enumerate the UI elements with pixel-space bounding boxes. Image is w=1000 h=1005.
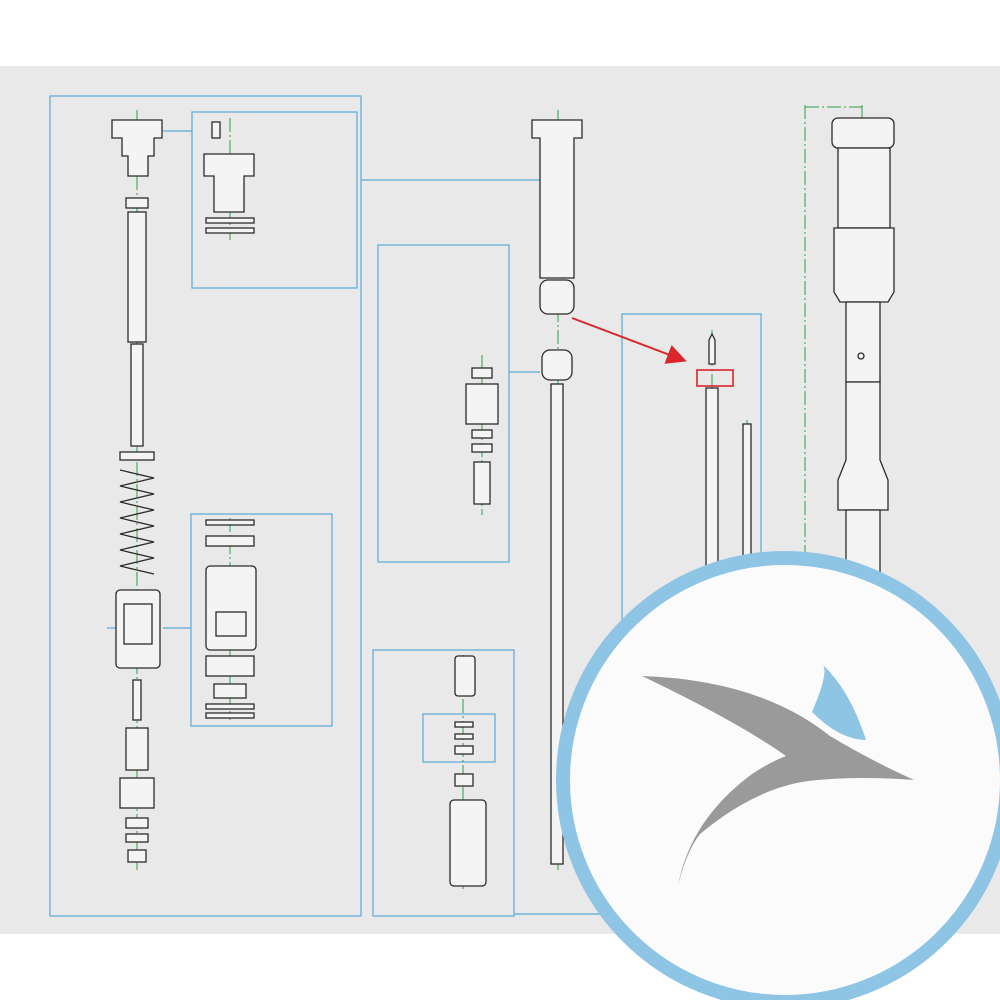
shim-c bbox=[454, 721, 474, 728]
frame-damper-assembly bbox=[49, 95, 362, 917]
fork-upper-tube bbox=[837, 147, 891, 229]
loose-rod bbox=[742, 423, 752, 565]
parts bbox=[111, 117, 895, 887]
fork-lower-flare bbox=[837, 381, 889, 511]
shim-d bbox=[454, 733, 474, 740]
top-cap-assembly bbox=[203, 121, 255, 234]
valve-body bbox=[125, 727, 149, 771]
top-cap-detail-part bbox=[203, 153, 255, 213]
lower-valve-detail bbox=[449, 655, 487, 887]
fork-leg bbox=[831, 117, 895, 581]
cartridge-window bbox=[123, 603, 153, 645]
damper-rod-lower bbox=[130, 343, 144, 447]
ring-part-b bbox=[125, 833, 149, 843]
damper-rod-and-spring-assembly bbox=[111, 119, 163, 863]
complete-cartridge bbox=[531, 119, 583, 865]
piston-part bbox=[119, 777, 155, 809]
top-cap-part bbox=[111, 119, 163, 177]
highlight-box bbox=[696, 369, 734, 387]
o-ring-d bbox=[205, 712, 255, 719]
frame-valve-stack-detail bbox=[377, 244, 510, 563]
spring-seat bbox=[119, 451, 155, 461]
complete-cartridge-nut bbox=[539, 279, 575, 315]
o-ring-a bbox=[205, 217, 255, 224]
fork-collar bbox=[833, 227, 895, 303]
cartridge-detail-window bbox=[215, 611, 247, 637]
cartridge-detail bbox=[205, 519, 257, 719]
fork-bolt-hole bbox=[857, 352, 865, 360]
collar-part bbox=[213, 683, 247, 699]
highlighted-needle-detail bbox=[705, 332, 752, 569]
fork-cap bbox=[831, 117, 895, 149]
damper-rod-upper bbox=[127, 211, 147, 343]
fork-mid-tube bbox=[845, 301, 881, 383]
highlight-arrow bbox=[571, 317, 687, 364]
screw-part bbox=[211, 121, 221, 139]
lower-valve-body bbox=[449, 799, 487, 887]
valve-spacer bbox=[471, 429, 493, 439]
shim-a bbox=[205, 519, 255, 526]
shim-b bbox=[205, 535, 255, 547]
lower-nut bbox=[454, 773, 474, 787]
cartridge-detail-body bbox=[205, 565, 257, 651]
bushing-part bbox=[205, 655, 255, 677]
needle-shaft bbox=[705, 387, 719, 569]
needle-tip bbox=[708, 332, 716, 365]
complete-cartridge-top bbox=[531, 119, 583, 279]
frame-cartridge-detail bbox=[190, 513, 333, 727]
frame-shim-detail bbox=[422, 713, 496, 763]
logo-badge bbox=[556, 551, 1000, 1005]
valve-stack-detail bbox=[465, 367, 499, 505]
bird-emblem bbox=[642, 676, 914, 886]
needle-part bbox=[132, 679, 142, 721]
washer-part bbox=[125, 197, 149, 209]
bird-wing-blue bbox=[812, 664, 866, 740]
valve-washer bbox=[471, 443, 493, 453]
o-ring-c bbox=[205, 703, 255, 710]
frame-lines bbox=[49, 95, 762, 917]
shim-e bbox=[454, 745, 474, 755]
valve-piston bbox=[465, 383, 499, 425]
nut-part bbox=[127, 849, 147, 863]
ring-part-a bbox=[125, 817, 149, 829]
frame-lower-valve-detail bbox=[372, 649, 515, 917]
o-ring-b bbox=[205, 227, 255, 234]
frame-top-cap-detail bbox=[191, 111, 358, 289]
complete-cartridge-valve bbox=[541, 349, 573, 381]
valve-bolt bbox=[473, 461, 491, 505]
valve-cap bbox=[471, 367, 493, 379]
spring-coils bbox=[119, 469, 155, 575]
lower-cap bbox=[454, 655, 476, 697]
